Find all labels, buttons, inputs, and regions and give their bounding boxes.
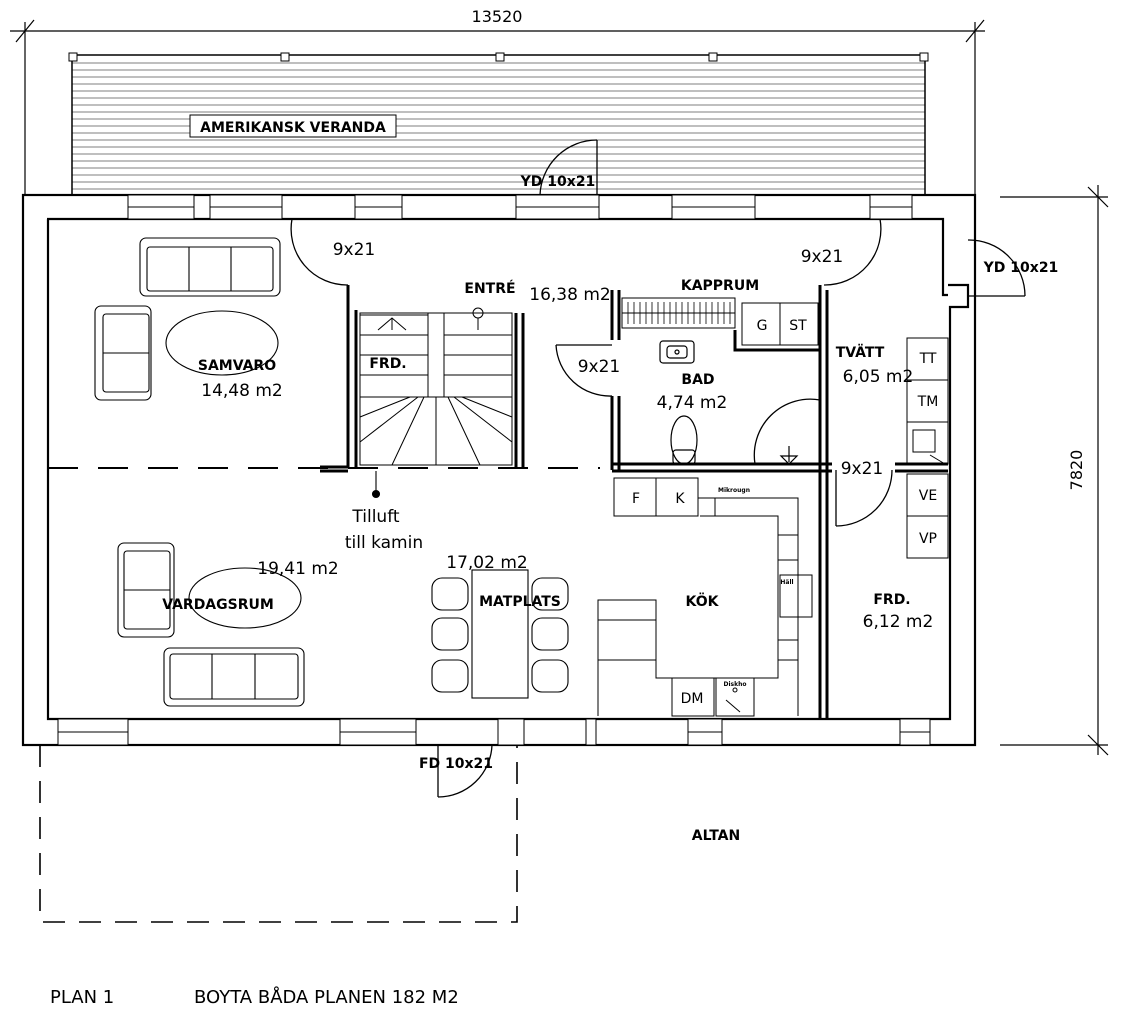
fixture-hall: Häll bbox=[780, 579, 793, 586]
fixture-dm: DM bbox=[681, 691, 704, 707]
vardagsrum-area: 19,41 m2 bbox=[257, 559, 338, 579]
interior-door-swings bbox=[290, 218, 893, 527]
frd2-area: 6,12 m2 bbox=[863, 612, 934, 632]
kitchen-cabinetry bbox=[597, 477, 813, 717]
door-9x21-3: 9x21 bbox=[578, 357, 621, 377]
fixture-k: K bbox=[675, 491, 685, 507]
tvatt-label: TVÄTT bbox=[836, 344, 885, 361]
bad-area: 4,74 m2 bbox=[657, 393, 728, 413]
fixture-ve: VE bbox=[919, 488, 937, 504]
fixture-f: F bbox=[632, 491, 640, 507]
entre-label: ENTRÉ bbox=[464, 280, 515, 297]
vardagsrum-label: VARDAGSRUM bbox=[162, 597, 274, 613]
windows-top bbox=[127, 194, 913, 220]
veranda-label: AMERIKANSK VERANDA bbox=[200, 120, 386, 136]
bathroom-fixtures bbox=[659, 340, 799, 465]
hanger-rail bbox=[621, 297, 819, 346]
vardagsrum-furniture bbox=[117, 542, 305, 707]
dining-set bbox=[431, 569, 569, 699]
samvaro-area: 14,48 m2 bbox=[201, 381, 282, 401]
frd1-label: FRD. bbox=[369, 356, 406, 372]
samvaro-label: SAMVARO bbox=[198, 358, 276, 374]
bad-label: BAD bbox=[681, 372, 714, 388]
matplats-area: 17,02 m2 bbox=[446, 553, 527, 573]
veranda-deck bbox=[68, 52, 929, 196]
yd-top-label: YD 10x21 bbox=[520, 174, 596, 190]
yd-right-label: YD 10x21 bbox=[983, 260, 1059, 276]
samvaro-furniture bbox=[94, 237, 281, 401]
staircase bbox=[359, 307, 513, 466]
fixture-g: G bbox=[757, 318, 768, 334]
door-9x21-2: 9x21 bbox=[801, 247, 844, 267]
patio-door-swing bbox=[437, 744, 493, 798]
matplats-label: MATPLATS bbox=[479, 594, 561, 610]
laundry-column bbox=[906, 337, 949, 559]
entre-area: 16,38 m2 bbox=[529, 285, 610, 305]
fixture-tm: TM bbox=[917, 394, 939, 410]
door-9x21-1: 9x21 bbox=[333, 240, 376, 260]
front-door-swing bbox=[539, 139, 598, 196]
fixture-vp: VP bbox=[919, 531, 937, 547]
plan-title: PLAN 1 bbox=[50, 987, 115, 1008]
fixture-st: ST bbox=[789, 318, 807, 334]
side-door-swing bbox=[967, 239, 1026, 297]
altan-outline bbox=[39, 745, 518, 923]
windows-bottom bbox=[57, 718, 931, 746]
fixture-diskho: Diskho bbox=[724, 681, 747, 688]
tilluft-line-1: Tilluft bbox=[351, 507, 399, 527]
door-9x21-4: 9x21 bbox=[841, 459, 884, 479]
interior-walls bbox=[320, 285, 948, 720]
frd2-label: FRD. bbox=[873, 592, 910, 608]
kok-label: KÖK bbox=[686, 592, 720, 610]
living-area-note: BOYTA BÅDA PLANEN 182 M2 bbox=[194, 987, 459, 1008]
dimension-lines bbox=[10, 19, 1109, 756]
width-dimension: 13520 bbox=[472, 7, 523, 26]
altan-label: ALTAN bbox=[692, 828, 740, 844]
kapprum-label: KAPPRUM bbox=[681, 278, 759, 294]
air-supply-marker bbox=[371, 471, 381, 499]
fd-bottom-label: FD 10x21 bbox=[419, 756, 493, 772]
fixture-mikrougn: Mikrougn bbox=[718, 487, 750, 494]
tvatt-area: 6,05 m2 bbox=[843, 367, 914, 387]
fixture-tt: TT bbox=[919, 351, 937, 367]
height-dimension: 7820 bbox=[1067, 450, 1086, 491]
exterior-walls bbox=[21, 193, 977, 747]
tilluft-line-2: till kamin bbox=[345, 533, 423, 553]
